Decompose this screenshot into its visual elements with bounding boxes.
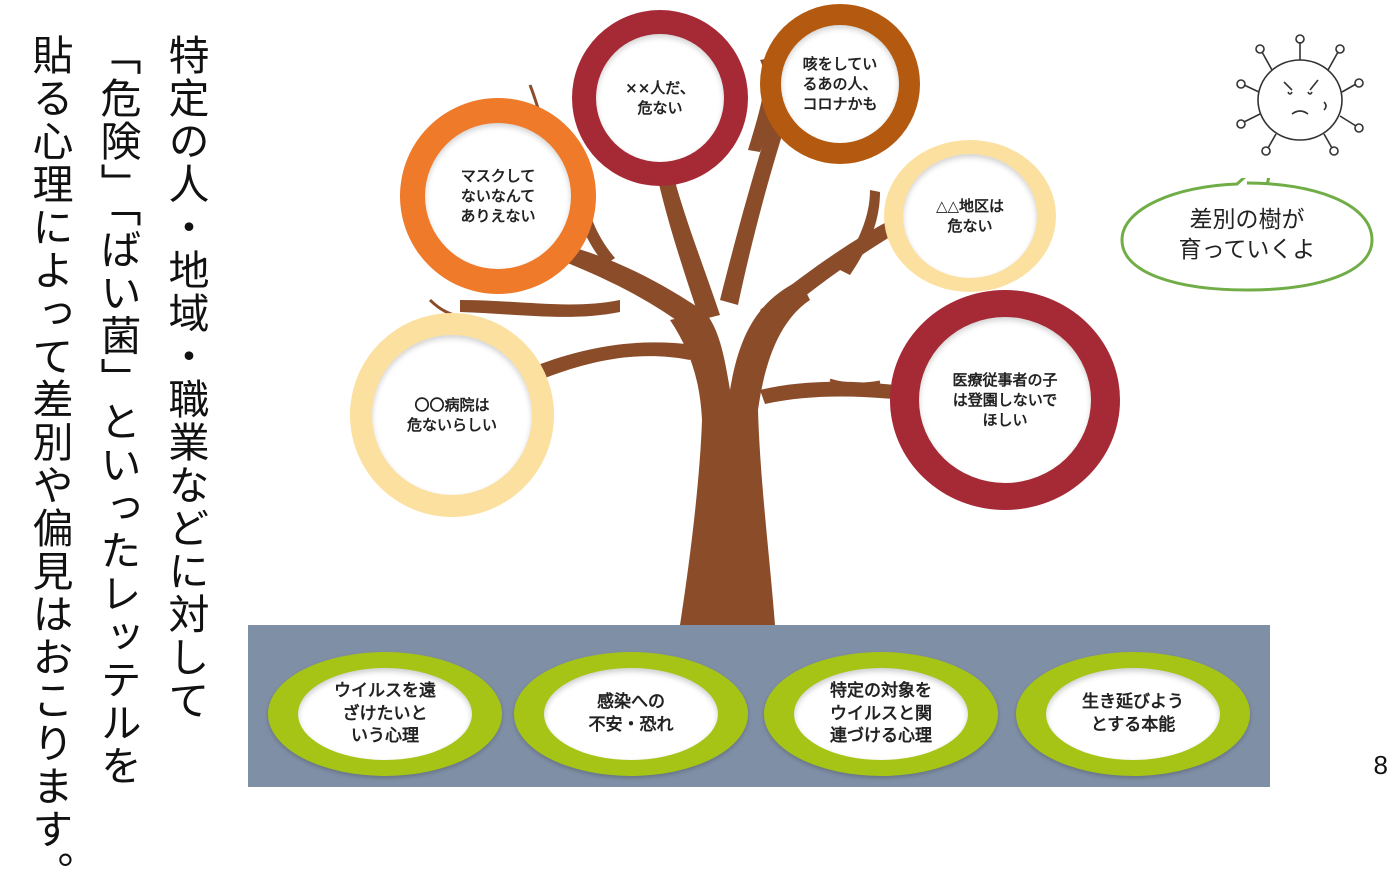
root-ellipse-anxiety: 感染への 不安・恐れ: [514, 652, 748, 776]
root-ellipse-association: 特定の対象を ウイルスと関 連づける心理: [764, 652, 998, 776]
main-text-line-2: 「危険」「ばい菌」といったレッテルを: [93, 34, 141, 788]
tree-bubble-label: ××人だ、 危ない: [625, 78, 695, 117]
page-number: 8: [1373, 750, 1388, 780]
tree-bubble-label: △△地区は 危ない: [935, 196, 1005, 235]
tree-bubble-foreigner: ××人だ、 危ない: [572, 10, 748, 186]
tree-bubble-district: △△地区は 危ない: [884, 140, 1056, 292]
tree-bubble-mask: マスクして ないなんて ありえない: [400, 98, 596, 294]
root-label: 生き延びよう とする本能: [1082, 692, 1184, 735]
tree-bubble-label: 〇〇病院は 危ないらしい: [406, 395, 497, 434]
main-text-line-1: 特定の人・地域・職業などに対して: [161, 34, 209, 722]
tree-bubble-hospital: 〇〇病院は 危ないらしい: [350, 313, 554, 517]
tree-bubble-label: マスクして ないなんて ありえない: [460, 166, 536, 226]
tree-bubble-cough: 咳をしてい るあの人、 コロナかも: [760, 4, 920, 164]
tree-bubble-medical-child: 医療従事者の子 は登園しないで ほしい: [890, 290, 1120, 510]
main-text-line-3: 貼る心理によって差別や偏見はおこります。: [25, 34, 73, 894]
root-label: ウイルスを遠 ざけたいと いう心理: [334, 680, 436, 747]
root-label: 感染への 不安・恐れ: [588, 692, 674, 735]
root-label: 特定の対象を ウイルスと関 連づける心理: [830, 680, 932, 747]
speech-bubble-shape: [1120, 178, 1374, 292]
root-ellipse-avoid-virus: ウイルスを遠 ざけたいと いう心理: [268, 652, 502, 776]
virus-character-icon: [1236, 34, 1364, 156]
tree-bubble-label: 咳をしてい るあの人、 コロナかも: [802, 54, 878, 114]
tree-bubble-label: 医療従事者の子 は登園しないで ほしい: [952, 370, 1058, 430]
slide: 特定の人・地域・職業などに対して 「危険」「ばい菌」といったレッテルを 貼る心理…: [25, 4, 1388, 894]
root-ellipse-survival: 生き延びよう とする本能: [1016, 652, 1250, 776]
speech-bubble: 差別の樹が 育っていくよ: [1117, 178, 1377, 292]
speech-bubble-text: 差別の樹が 育っていくよ: [1178, 207, 1316, 263]
